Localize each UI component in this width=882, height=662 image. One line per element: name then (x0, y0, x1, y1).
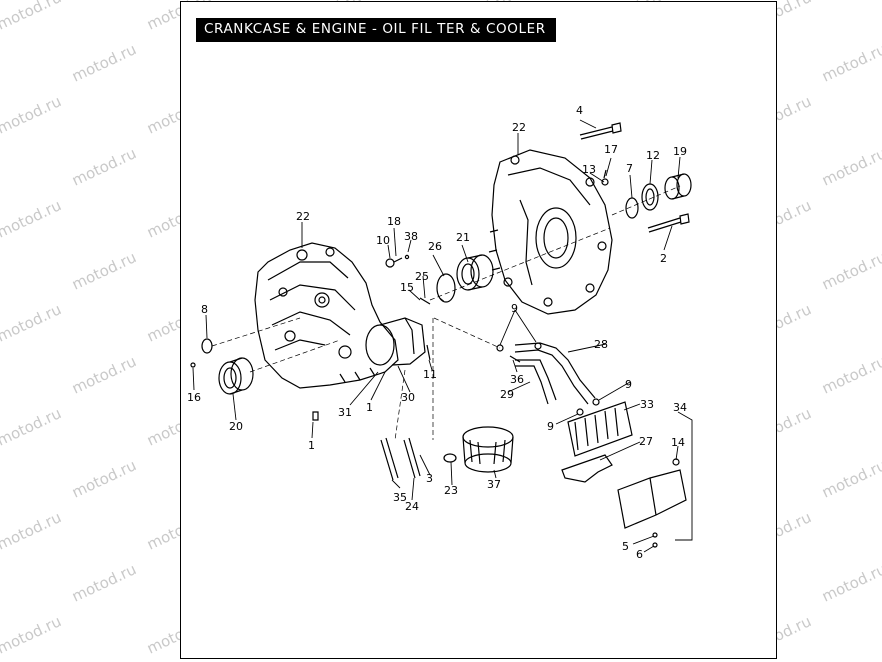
right-crankcase-half (488, 149, 613, 315)
label-3: 3 (426, 472, 433, 485)
label-9-top: 9 (511, 302, 518, 315)
label-9-right: 9 (625, 378, 632, 391)
label-36: 36 (510, 373, 524, 386)
bracket-27 (561, 454, 613, 483)
label-17: 17 (604, 143, 618, 156)
label-11: 11 (423, 368, 437, 381)
fitting-10 (385, 257, 403, 268)
bearing-20 (218, 357, 254, 395)
label-23: 23 (444, 484, 458, 497)
bushing-19 (664, 173, 692, 200)
dowel-16 (190, 362, 196, 368)
label-18: 18 (387, 215, 401, 228)
plug-17 (603, 169, 607, 179)
label-8: 8 (201, 303, 208, 316)
label-15: 15 (400, 281, 414, 294)
label-4: 4 (576, 104, 583, 117)
stud-4 (579, 122, 622, 140)
label-22-left: 22 (296, 210, 310, 223)
cover-34 (617, 458, 687, 548)
label-19: 19 (673, 145, 687, 158)
label-27: 27 (639, 435, 653, 448)
snap-ring-26 (436, 273, 456, 303)
label-24: 24 (405, 500, 419, 513)
label-20: 20 (229, 420, 243, 433)
label-22-right: 22 (512, 121, 526, 134)
label-33: 33 (640, 398, 654, 411)
fitting-36 (509, 355, 521, 363)
assembly-axes (211, 185, 681, 441)
clamp-9-b (534, 342, 542, 350)
label-10: 10 (376, 234, 390, 247)
fitting-15 (419, 297, 431, 305)
fitting-38 (404, 254, 410, 260)
dowel-1 (312, 411, 319, 421)
adapter-23 (443, 453, 457, 463)
label-21: 21 (456, 231, 470, 244)
diagram-title: CRANKCASE & ENGINE - OIL FIL TER & COOLE… (196, 18, 556, 42)
label-2: 2 (660, 252, 667, 265)
label-14: 14 (671, 436, 685, 449)
tubes-24-35 (380, 437, 421, 481)
leader-lines (192, 119, 693, 553)
label-1-lower: 1 (308, 439, 315, 452)
label-28: 28 (594, 338, 608, 351)
label-12: 12 (646, 149, 660, 162)
label-6: 6 (636, 548, 643, 561)
label-37: 37 (487, 478, 501, 491)
left-crankcase-half (254, 242, 426, 389)
label-13: 13 (582, 163, 596, 176)
oil-filter-37 (462, 426, 514, 473)
label-9-left: 9 (547, 420, 554, 433)
oil-cooler-33 (567, 401, 633, 457)
diagram-frame (180, 1, 777, 659)
label-16: 16 (187, 391, 201, 404)
label-7: 7 (626, 162, 633, 175)
oil-hoses (514, 342, 596, 405)
label-5: 5 (622, 540, 629, 553)
stud-2 (647, 213, 690, 233)
label-31: 31 (338, 406, 352, 419)
plug-11 (426, 344, 431, 361)
label-34: 34 (673, 401, 687, 414)
bearing-21 (456, 254, 494, 291)
clamp-9-d (576, 408, 584, 416)
label-30: 30 (401, 391, 415, 404)
label-29: 29 (500, 388, 514, 401)
label-26: 26 (428, 240, 442, 253)
label-1-upper: 1 (366, 401, 373, 414)
label-38: 38 (404, 230, 418, 243)
label-35: 35 (393, 491, 407, 504)
clamp-9-c (592, 398, 600, 406)
fitting-13 (601, 178, 609, 186)
label-25: 25 (415, 270, 429, 283)
